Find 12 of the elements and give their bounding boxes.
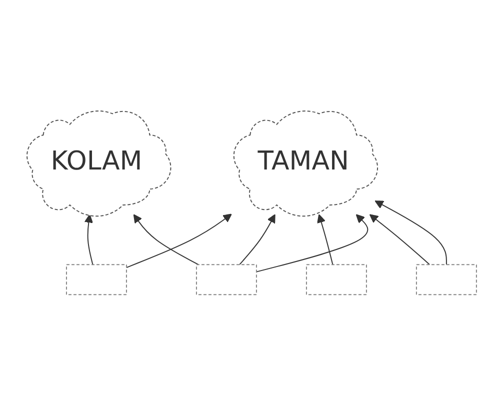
arrow bbox=[238, 214, 276, 265]
node-box bbox=[306, 264, 367, 295]
arrow bbox=[316, 214, 333, 265]
node-box bbox=[66, 264, 127, 295]
arrow bbox=[126, 213, 232, 268]
arrow bbox=[374, 200, 447, 265]
node-box bbox=[416, 264, 477, 295]
arrow bbox=[256, 214, 368, 272]
arrow bbox=[133, 214, 199, 265]
node-box bbox=[196, 264, 257, 295]
arrow bbox=[84, 214, 93, 265]
arrow bbox=[369, 214, 430, 265]
